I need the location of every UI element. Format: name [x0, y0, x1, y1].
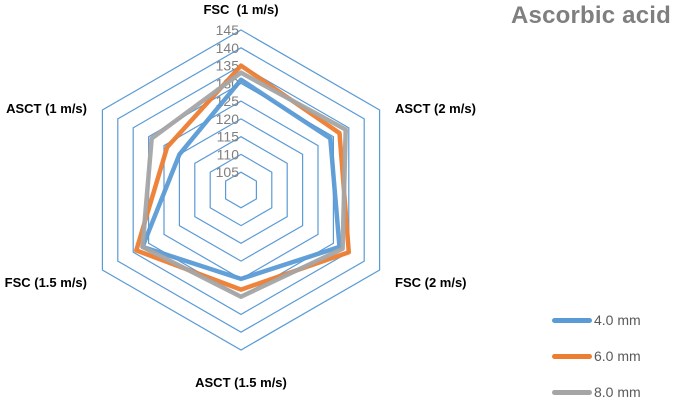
tick-label-140: 140	[216, 40, 240, 56]
tick-label-120: 120	[216, 111, 240, 127]
legend-swatch	[552, 317, 592, 323]
legend-swatch	[552, 353, 592, 359]
series-line-8-0-mm	[140, 70, 348, 299]
tick-label-110: 110	[217, 146, 240, 162]
axis-label-4: FSC (1.5 m/s)	[5, 275, 87, 290]
series-line-4-0-mm	[140, 77, 342, 282]
tick-label-145: 145	[216, 22, 240, 38]
axis-label-5: ASCT (1 m/s)	[6, 101, 87, 116]
grid-ring-140	[117, 47, 365, 333]
axis-label-0: FSC (1 m/s)	[203, 2, 278, 17]
legend-item: 4.0 mm	[552, 310, 641, 330]
legend-label: 6.0 mm	[594, 348, 641, 364]
tick-label-105: 105	[216, 164, 240, 180]
grid-ring-145	[101, 29, 381, 351]
legend-swatch	[552, 389, 592, 395]
series-line-6-0-mm	[134, 63, 352, 292]
grid-ring-135	[132, 64, 350, 316]
legend-item: 8.0 mm	[552, 382, 641, 402]
chart-legend: 4.0 mm 6.0 mm 8.0 mm	[552, 310, 641, 418]
grid-ring-120	[178, 118, 304, 262]
axis-label-3: ASCT (1.5 m/s)	[195, 375, 287, 390]
radar-axis-labels: FSC (1 m/s) ASCT (2 m/s) FSC (2 m/s) ASCT (…	[5, 2, 476, 390]
legend-label: 8.0 mm	[594, 384, 641, 400]
tick-label-115: 115	[217, 129, 240, 145]
grid-ring-115	[194, 136, 288, 244]
legend-label: 4.0 mm	[594, 312, 641, 328]
chart-title: Ascorbic acid	[511, 2, 671, 29]
radar-series	[134, 63, 352, 299]
legend-item: 6.0 mm	[552, 346, 641, 366]
grid-ring-110	[209, 153, 273, 227]
tick-label-135: 135	[216, 58, 240, 74]
grid-ring-105	[225, 171, 257, 209]
axis-label-2: FSC (2 m/s)	[395, 275, 467, 290]
axis-label-1: ASCT (2 m/s)	[395, 101, 476, 116]
